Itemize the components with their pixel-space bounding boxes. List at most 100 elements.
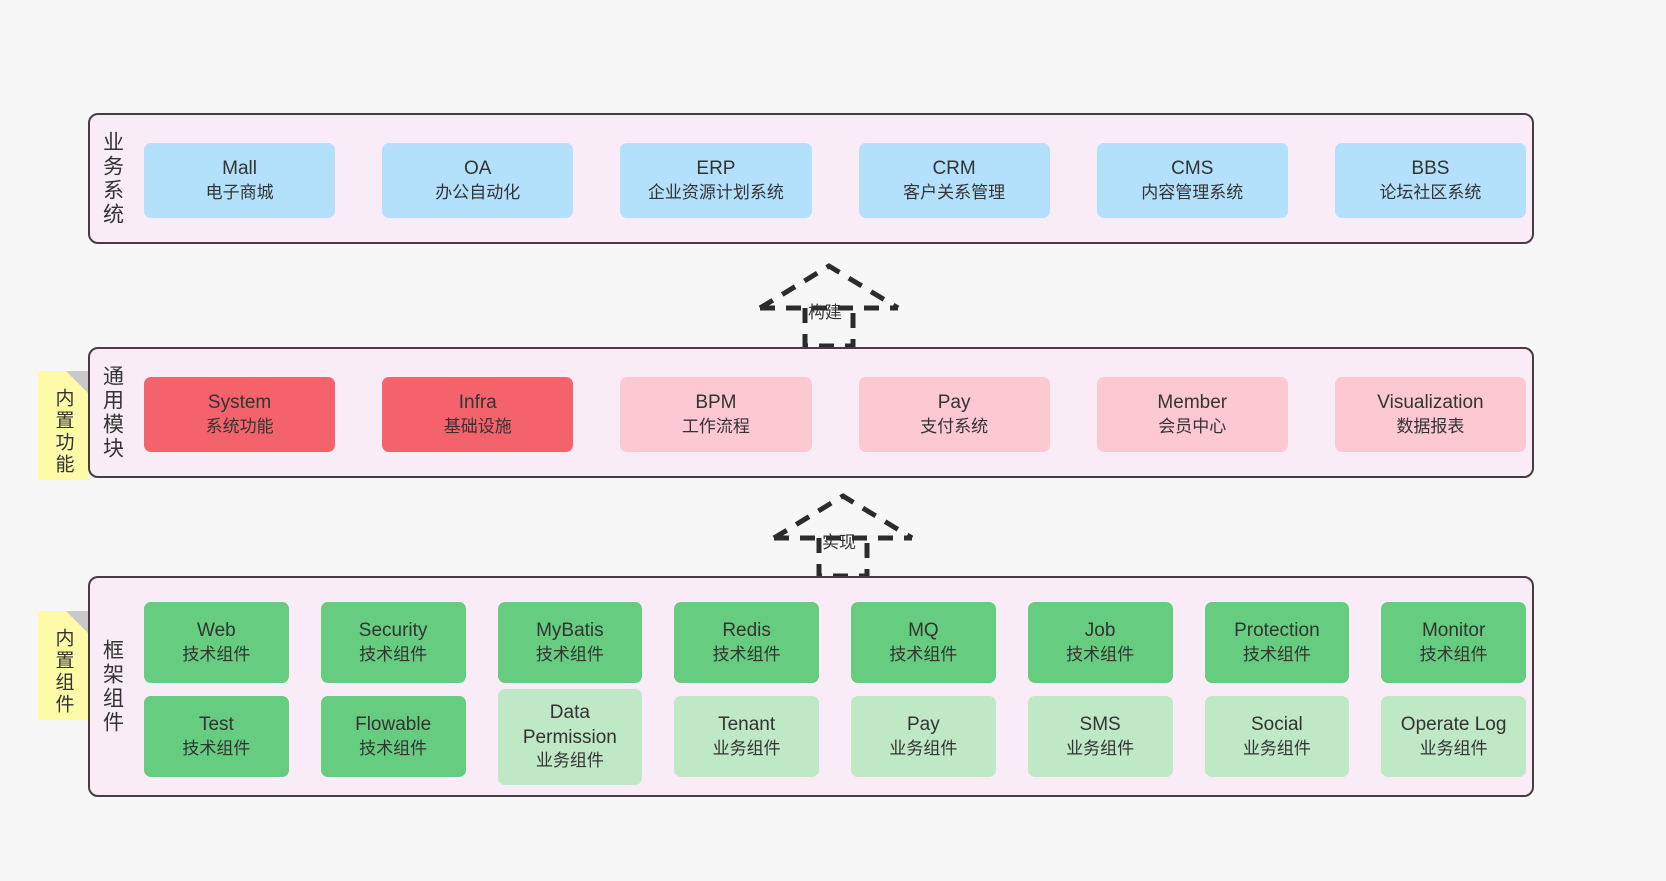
card-pay[interactable]: Pay 支付系统 [858,377,1050,452]
card-subtitle: 技术组件 [359,738,428,758]
card-title: Data Permission [522,702,617,748]
card-monitor[interactable]: Monitor 技术组件 [1381,602,1526,683]
card-title: Tenant [718,714,776,736]
card-subtitle: 技术组件 [1066,644,1135,664]
panel-business-system: 业务系统 Mall 电子商城 OA 办公自动化 ERP 企业资源计划系统 CRM… [88,113,1534,244]
card-title: Job [1084,620,1116,642]
card-mq[interactable]: MQ 技术组件 [851,602,996,683]
card-tenant[interactable]: Tenant 业务组件 [674,696,819,777]
common-card-row: System 系统功能 Infra 基础设施 BPM 工作流程 Pay 支付系统… [144,377,1527,452]
card-subtitle: 客户关系管理 [903,182,1006,202]
card-title: Protection [1234,620,1320,642]
card-oa[interactable]: OA 办公自动化 [382,143,574,218]
card-data-permission[interactable]: Data Permission 业务组件 [497,688,643,785]
card-operate-log[interactable]: Operate Log 业务组件 [1381,696,1526,777]
connector-build-shape [758,263,900,349]
card-subtitle: 企业资源计划系统 [647,182,784,202]
note-builtin-component: 内置组件 [38,611,88,720]
card-crm[interactable]: CRM 客户关系管理 [858,143,1050,218]
note-label: 内置功能 [52,387,74,476]
card-title: OA [464,158,492,180]
card-subtitle: 技术组件 [1419,644,1488,664]
card-web[interactable]: Web 技术组件 [144,602,289,683]
panel-label-business-system: 业务系统 [100,130,124,227]
card-test[interactable]: Test 技术组件 [144,696,289,777]
card-protection[interactable]: Protection 技术组件 [1204,602,1350,683]
card-subtitle: 内容管理系统 [1141,182,1244,202]
card-subtitle: 业务组件 [1066,738,1135,758]
note-label: 内置组件 [52,627,74,716]
connector-build: 构建 [756,262,902,349]
card-mybatis[interactable]: MyBatis 技术组件 [497,602,643,683]
card-mall[interactable]: Mall 电子商城 [144,143,336,218]
card-title: ERP [696,158,736,180]
card-system[interactable]: System 系统功能 [144,377,336,452]
card-cms[interactable]: CMS 内容管理系统 [1096,143,1288,218]
card-title: Monitor [1421,620,1486,642]
card-title: Test [198,714,234,736]
card-flowable[interactable]: Flowable 技术组件 [320,696,466,777]
card-subtitle: 业务组件 [535,750,604,770]
note-fold-corner-icon [66,611,88,633]
card-subtitle: 技术组件 [712,644,781,664]
card-subtitle: 技术组件 [359,644,428,664]
card-title: BPM [695,392,737,414]
card-title: MQ [908,620,939,642]
panel-label-common-module: 通用模块 [100,364,124,461]
card-subtitle: 论坛社区系统 [1379,182,1482,202]
card-title: System [207,392,272,414]
card-subtitle: 技术组件 [1242,644,1311,664]
card-visualization[interactable]: Visualization 数据报表 [1334,377,1527,452]
card-title: SMS [1079,714,1121,736]
card-redis[interactable]: Redis 技术组件 [674,602,819,683]
card-subtitle: 会员中心 [1158,416,1227,436]
framework-biz-row: Test 技术组件 Flowable 技术组件 Data Permission … [144,688,1526,785]
card-subtitle: 工作流程 [681,416,750,436]
connector-build-label: 构建 [808,303,842,322]
card-subtitle: 数据报表 [1396,416,1465,436]
card-title: Redis [722,620,771,642]
business-card-row: Mall 电子商城 OA 办公自动化 ERP 企业资源计划系统 CRM 客户关系… [144,143,1527,218]
card-title: MyBatis [536,620,604,642]
card-subtitle: 支付系统 [920,416,989,436]
connector-implement: 实现 [770,492,916,579]
card-title: Web [197,620,236,642]
card-subtitle: 基础设施 [443,416,512,436]
card-title: Visualization [1377,392,1484,414]
card-subtitle: 技术组件 [535,644,604,664]
card-title: CMS [1171,158,1214,180]
card-pay-biz[interactable]: Pay 业务组件 [851,696,996,777]
note-builtin-function: 内置功能 [38,371,88,480]
panel-framework-component: 框架组件 Web 技术组件 Security 技术组件 MyBatis 技术组件… [88,576,1534,797]
card-sms[interactable]: SMS 业务组件 [1027,696,1173,777]
card-security[interactable]: Security 技术组件 [320,602,466,683]
panel-common-module: 通用模块 System 系统功能 Infra 基础设施 BPM 工作流程 Pay… [88,347,1534,478]
card-bbs[interactable]: BBS 论坛社区系统 [1334,143,1527,218]
card-title: CRM [932,158,976,180]
card-subtitle: 技术组件 [182,644,251,664]
card-job[interactable]: Job 技术组件 [1027,602,1173,683]
card-erp[interactable]: ERP 企业资源计划系统 [620,143,812,218]
connector-implement-label: 实现 [822,533,856,552]
card-subtitle: 业务组件 [889,738,958,758]
note-fold-corner-icon [66,371,88,393]
card-subtitle: 技术组件 [889,644,958,664]
card-infra[interactable]: Infra 基础设施 [382,377,574,452]
card-subtitle: 技术组件 [182,738,251,758]
card-social[interactable]: Social 业务组件 [1204,696,1350,777]
card-subtitle: 业务组件 [1419,738,1488,758]
card-title: Social [1251,714,1303,736]
card-member[interactable]: Member 会员中心 [1096,377,1288,452]
card-subtitle: 办公自动化 [435,182,521,202]
card-title: BBS [1411,158,1450,180]
card-title: Operate Log [1400,714,1507,736]
card-title: Infra [458,392,497,414]
card-subtitle: 业务组件 [712,738,781,758]
card-title: Security [358,620,428,642]
panel-label-framework-component: 框架组件 [100,638,124,735]
card-bpm[interactable]: BPM 工作流程 [620,377,812,452]
card-subtitle: 电子商城 [205,182,274,202]
card-title: Mall [222,158,257,180]
card-title: Flowable [355,714,432,736]
